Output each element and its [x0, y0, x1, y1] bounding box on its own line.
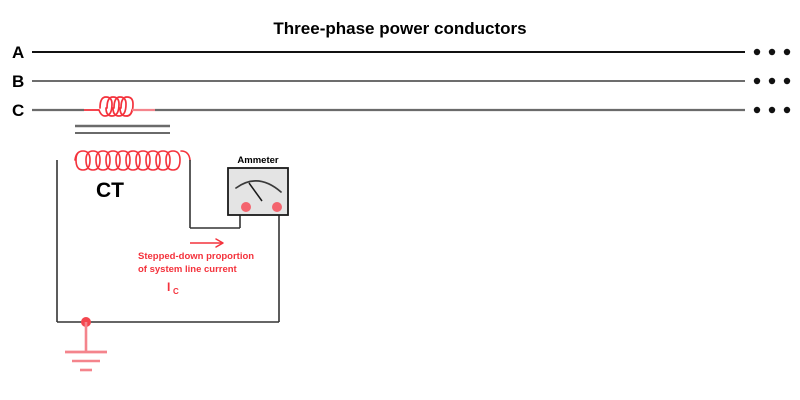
ct-core — [75, 124, 170, 134]
annotation-line-2: of system line current — [138, 264, 238, 275]
phase-a-group: A — [12, 43, 791, 62]
secondary-circuit-wiring — [56, 160, 280, 323]
phase-a-label: A — [12, 43, 24, 62]
phase-b-label: B — [12, 72, 24, 91]
ground-group — [65, 317, 107, 372]
current-symbol: I — [167, 280, 170, 294]
ellipsis-dot — [753, 106, 761, 114]
current-symbol-subscript: C — [173, 287, 179, 296]
ammeter-terminal-right[interactable] — [272, 202, 282, 212]
phase-c-label: C — [12, 101, 24, 120]
ammeter-needle — [248, 182, 263, 202]
ellipsis-dot — [783, 48, 791, 56]
ct-secondary-winding — [74, 150, 191, 171]
ct-primary-coil-exit — [126, 109, 133, 117]
annotation-line-1: Stepped-down proportion — [138, 251, 254, 262]
ammeter-terminal-left[interactable] — [241, 202, 251, 212]
ellipsis-dot — [753, 48, 761, 56]
ellipsis-dot — [768, 106, 776, 114]
ellipsis-dot — [753, 77, 761, 85]
ellipsis-dot — [783, 106, 791, 114]
ellipsis-dot — [768, 77, 776, 85]
phase-c-group: C — [12, 96, 791, 120]
ammeter-label: Ammeter — [237, 155, 278, 166]
ammeter-scale-arc — [235, 180, 282, 193]
ct-primary-coil — [98, 96, 134, 117]
ellipsis-dot — [768, 48, 776, 56]
phase-b-group: B — [12, 72, 791, 91]
ellipsis-dot — [783, 77, 791, 85]
ct-label: CT — [96, 179, 124, 202]
ct-secondary-coil — [74, 150, 191, 171]
page-title: Three-phase power conductors — [273, 19, 526, 38]
ammeter-group[interactable]: Ammeter — [227, 155, 289, 216]
current-arrow-head — [215, 238, 224, 248]
current-annotation-group: Stepped-down proportion of system line c… — [138, 238, 254, 296]
